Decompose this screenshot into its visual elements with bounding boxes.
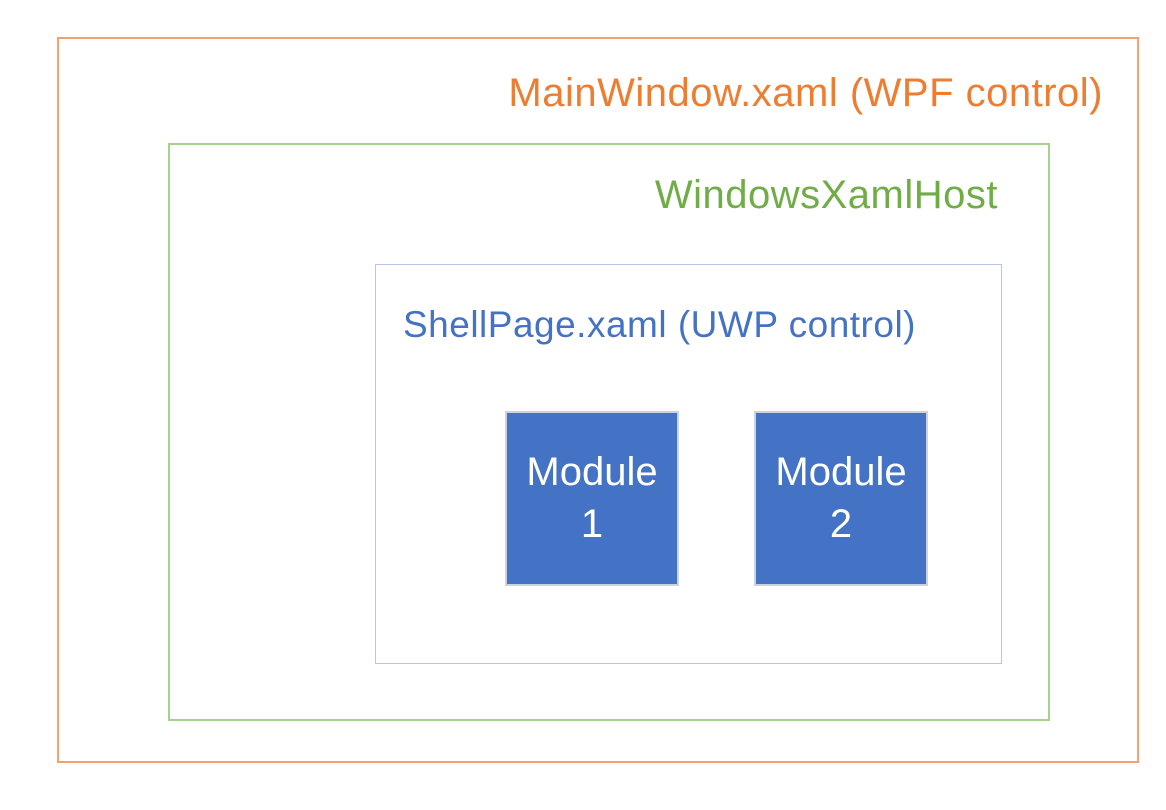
module-2-box: Module 2 [754,411,928,586]
shellpage-label: ShellPage.xaml (UWP control) [403,304,916,345]
windowsxamlhost-label: WindowsXamlHost [654,173,998,217]
mainwindow-box: MainWindow.xaml (WPF control) WindowsXam… [57,37,1139,763]
shellpage-box: ShellPage.xaml (UWP control) Module 1 Mo… [375,264,1002,664]
module-1-number: 1 [580,501,604,546]
module-2-number: 2 [829,501,853,546]
mainwindow-label: MainWindow.xaml (WPF control) [508,71,1103,115]
module-2-name: Module [775,450,907,495]
module-1-name: Module [526,450,658,495]
module-1-box: Module 1 [505,411,679,586]
windowsxamlhost-box: WindowsXamlHost ShellPage.xaml (UWP cont… [168,143,1050,721]
